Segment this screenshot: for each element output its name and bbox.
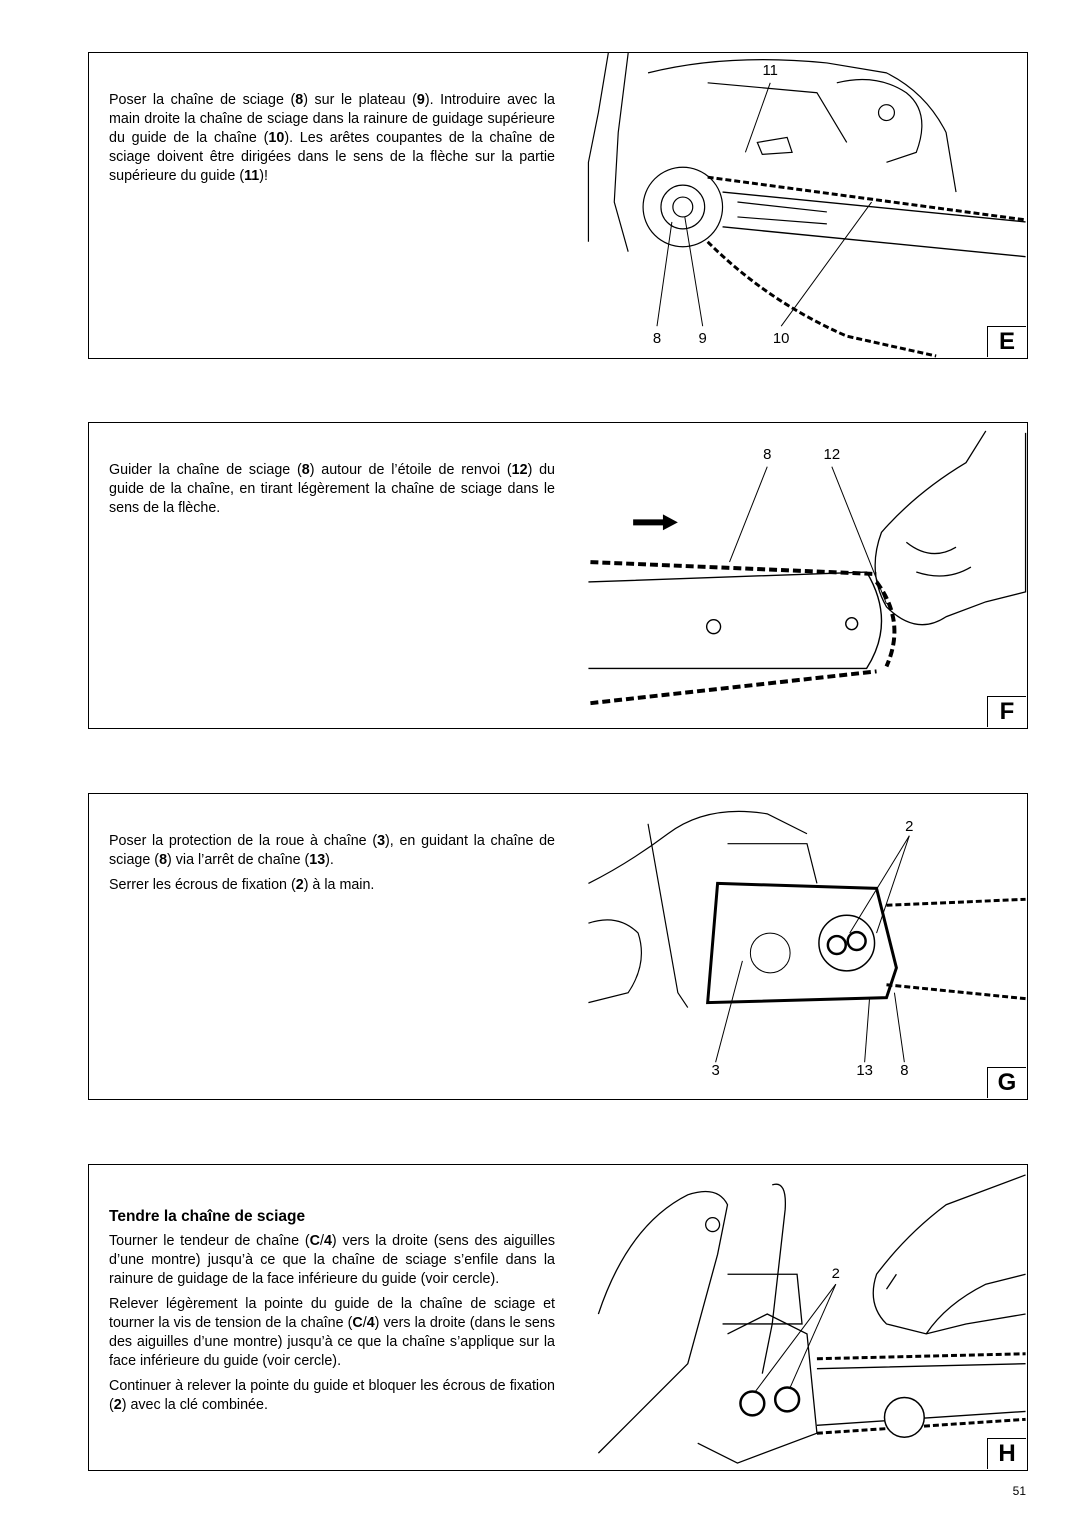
instruction-paragraph: Serrer les écrous de fixation (2) à la m… bbox=[109, 877, 375, 893]
figure-f-chain-around-nose: 8 12 bbox=[588, 430, 1027, 706]
fixing-nuts bbox=[739, 1386, 801, 1417]
gloved-hands bbox=[872, 1174, 1026, 1335]
callout-8: 8 bbox=[763, 447, 771, 463]
panel-g-text: Poser la protection de la roue à chaîne … bbox=[109, 832, 555, 901]
callout-8: 8 bbox=[900, 1063, 908, 1079]
gloved-hand bbox=[874, 430, 1027, 626]
section-heading: Tendre la chaîne de sciage bbox=[109, 1208, 306, 1225]
panel-g: Poser la protection de la roue à chaîne … bbox=[88, 793, 1028, 1100]
callout-13: 13 bbox=[856, 1063, 873, 1079]
callout-10: 10 bbox=[773, 331, 790, 347]
callout-2: 2 bbox=[832, 1266, 840, 1282]
direction-arrow-icon bbox=[633, 514, 678, 531]
figure-h-tensioning-chain: 2 bbox=[597, 1174, 1026, 1464]
figure-g-sprocket-cover: 2 3 13 8 bbox=[588, 810, 1026, 1079]
panel-e-text: Poser la chaîne de sciage (8) sur le pla… bbox=[109, 91, 555, 192]
figure-label-g: G bbox=[987, 1067, 1026, 1098]
instruction-paragraph: Poser la chaîne de sciage (8) sur le pla… bbox=[109, 92, 555, 184]
figure-label-e: E bbox=[987, 326, 1026, 357]
figure-label-h: H bbox=[987, 1438, 1026, 1469]
saw-chain bbox=[886, 897, 1026, 1001]
sprocket-cover bbox=[706, 881, 898, 1005]
figure-label-f: F bbox=[987, 696, 1026, 727]
panel-f-text: Guider la chaîne de sciage (8) autour de… bbox=[109, 461, 555, 524]
fixing-nuts bbox=[818, 914, 876, 972]
panel-f: Guider la chaîne de sciage (8) autour de… bbox=[88, 422, 1028, 729]
callout-12: 12 bbox=[824, 447, 841, 463]
instruction-paragraph: Relever légèrement la pointe du guide de… bbox=[109, 1296, 555, 1369]
instruction-paragraph: Poser la protection de la roue à chaîne … bbox=[109, 833, 556, 868]
panel-h-text: Tendre la chaîne de sciage Tourner le te… bbox=[109, 1207, 555, 1421]
callout-2: 2 bbox=[905, 819, 913, 835]
callout-9: 9 bbox=[699, 331, 707, 347]
detail-circle bbox=[883, 1396, 925, 1438]
panel-h: Tendre la chaîne de sciage Tourner le te… bbox=[88, 1164, 1028, 1471]
instruction-paragraph: Guider la chaîne de sciage (8) autour de… bbox=[109, 462, 555, 516]
instruction-paragraph: Tourner le tendeur de chaîne (C/4) vers … bbox=[109, 1233, 555, 1287]
callout-3: 3 bbox=[711, 1063, 719, 1079]
callout-8: 8 bbox=[653, 331, 661, 347]
panel-e: Poser la chaîne de sciage (8) sur le pla… bbox=[88, 52, 1028, 359]
callout-11: 11 bbox=[763, 63, 778, 79]
page-number: 51 bbox=[1012, 1484, 1026, 1498]
figure-e-chain-on-sprocket: 11 8 9 10 bbox=[587, 53, 1026, 358]
saw-chain bbox=[590, 560, 897, 706]
saw-chain bbox=[816, 1352, 1026, 1435]
instruction-paragraph: Continuer à relever la pointe du guide e… bbox=[109, 1378, 555, 1413]
saw-chain-upper bbox=[706, 175, 1026, 358]
